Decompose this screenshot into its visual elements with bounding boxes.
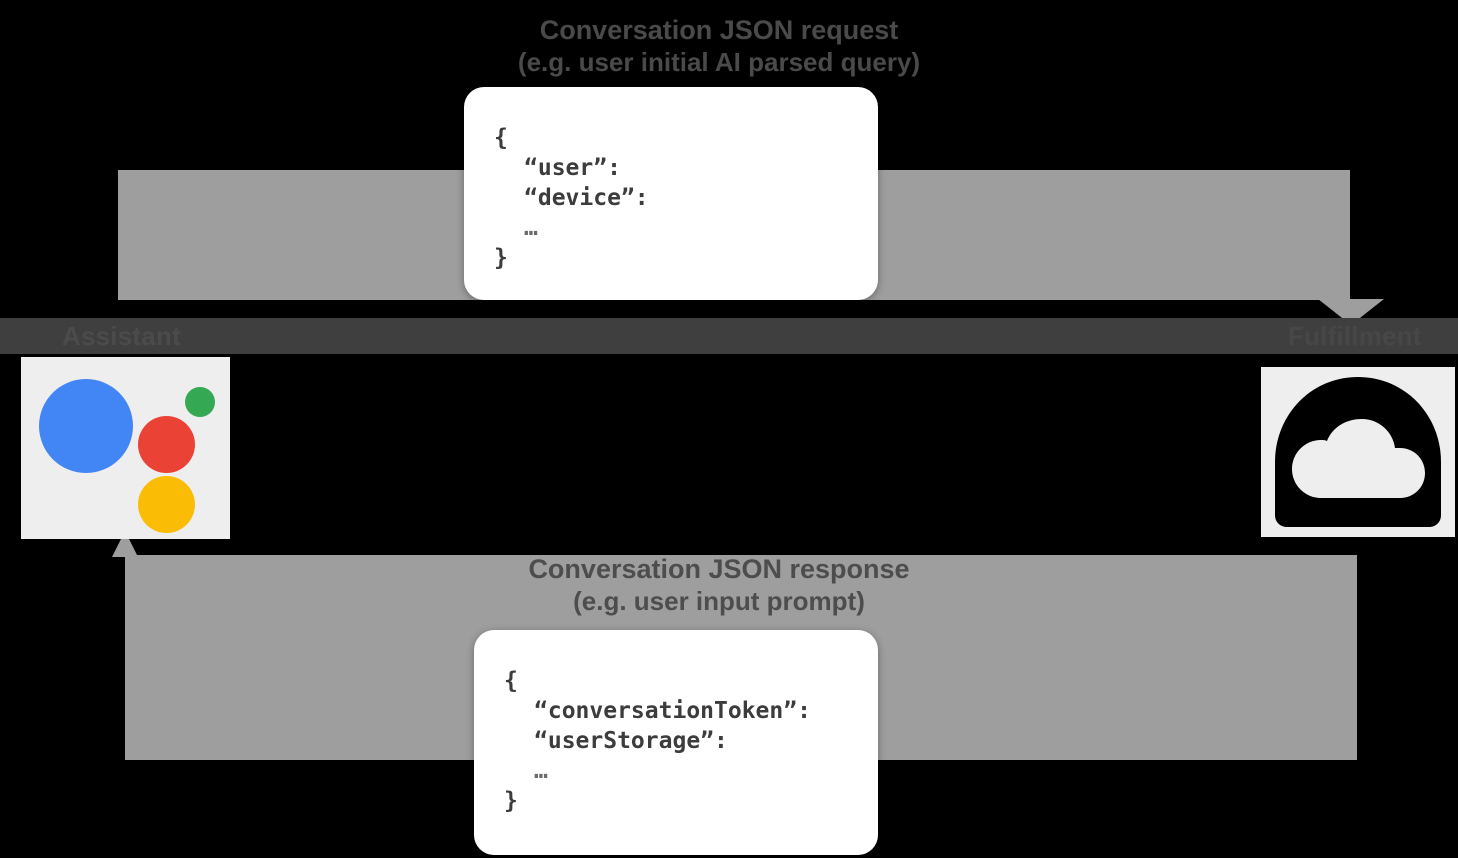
request-json-close-brace: } [494, 245, 508, 271]
response-json-box: { “conversationToken”: “userStorage”: … … [474, 630, 878, 855]
response-caption: Conversation JSON response (e.g. user in… [429, 553, 1009, 618]
assistant-green-dot-icon [185, 387, 215, 417]
request-json-key-device: “device”: [524, 185, 649, 211]
request-caption: Conversation JSON request (e.g. user ini… [429, 14, 1009, 79]
request-json-key-user: “user”: [524, 155, 621, 181]
assistant-yellow-dot-icon [138, 476, 195, 533]
assistant-blue-dot-icon [39, 379, 133, 473]
node-label-fulfillment: Fulfillment [1288, 321, 1422, 351]
fulfillment-icon-tile [1261, 367, 1455, 537]
response-json-open-brace: { [504, 668, 518, 694]
response-json-ellipsis: … [534, 758, 549, 784]
center-divider-strip [0, 318, 1458, 354]
request-caption-subtitle: (e.g. user initial AI parsed query) [517, 46, 921, 77]
response-caption-title: Conversation JSON response [528, 554, 910, 584]
assistant-icon-tile [21, 357, 230, 539]
response-json-key-conversation-token: “conversationToken”: [534, 698, 811, 724]
request-json-box: { “user”: “device”: … } [464, 87, 878, 300]
response-json-key-user-storage: “userStorage”: [534, 728, 728, 754]
request-caption-title: Conversation JSON request [539, 15, 899, 45]
request-json-ellipsis: … [524, 215, 539, 241]
node-label-assistant: Assistant [62, 321, 181, 351]
cloud-functions-icon [1275, 377, 1441, 527]
response-caption-subtitle: (e.g. user input prompt) [573, 585, 865, 616]
response-json-close-brace: } [504, 788, 518, 814]
assistant-red-dot-icon [138, 416, 195, 473]
request-json-open-brace: { [494, 125, 508, 151]
